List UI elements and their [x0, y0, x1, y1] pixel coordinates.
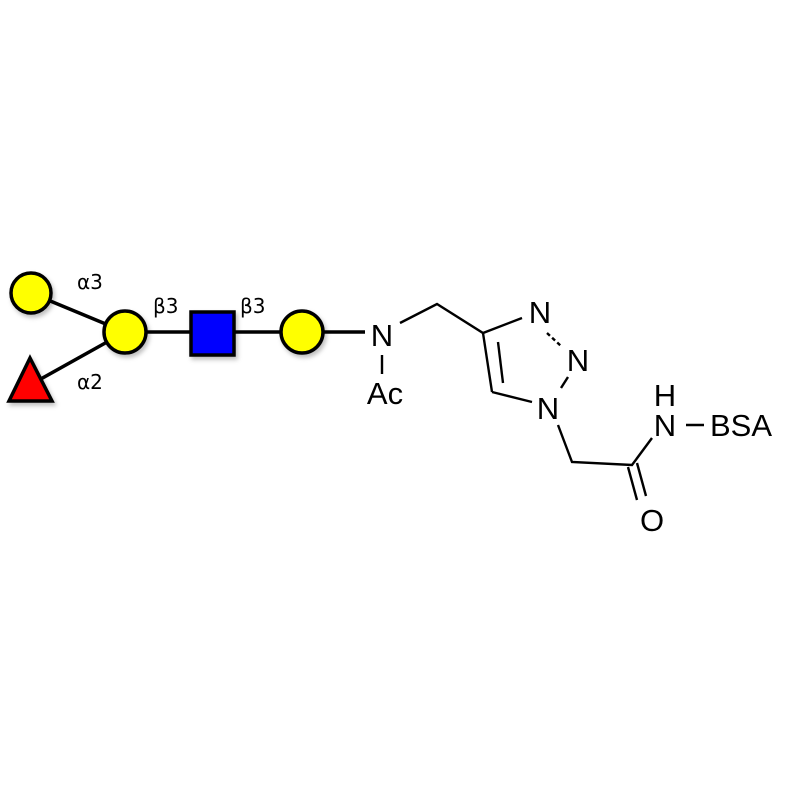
fucose-triangle-icon [6, 354, 55, 403]
linkage-label-beta3: β3 [240, 294, 266, 318]
linkage-label-alpha3: α3 [77, 270, 103, 294]
galactose-circle-icon [279, 309, 325, 355]
atom-label-triazole-n1: N [537, 391, 559, 426]
linkage-label-beta3: β3 [153, 294, 179, 318]
atom-label-amide-h: H [654, 378, 676, 413]
atom-label-amine-n: N [371, 318, 393, 353]
atom-label-triazole-n2: N [567, 343, 589, 378]
carrier-label-bsa: BSA [710, 408, 772, 443]
galactose-circle-icon [9, 271, 53, 315]
atom-label-amide-n: N [654, 408, 676, 443]
linker-bonds [380, 302, 704, 501]
galactose-circle-icon [102, 309, 148, 355]
atom-label-triazole-n3: N [529, 295, 551, 330]
linkage-label-alpha2: α2 [77, 370, 103, 394]
glcnac-square-icon [189, 310, 236, 357]
atom-label-acetyl: Ac [367, 376, 403, 411]
atom-label-carbonyl-o: O [640, 503, 664, 538]
